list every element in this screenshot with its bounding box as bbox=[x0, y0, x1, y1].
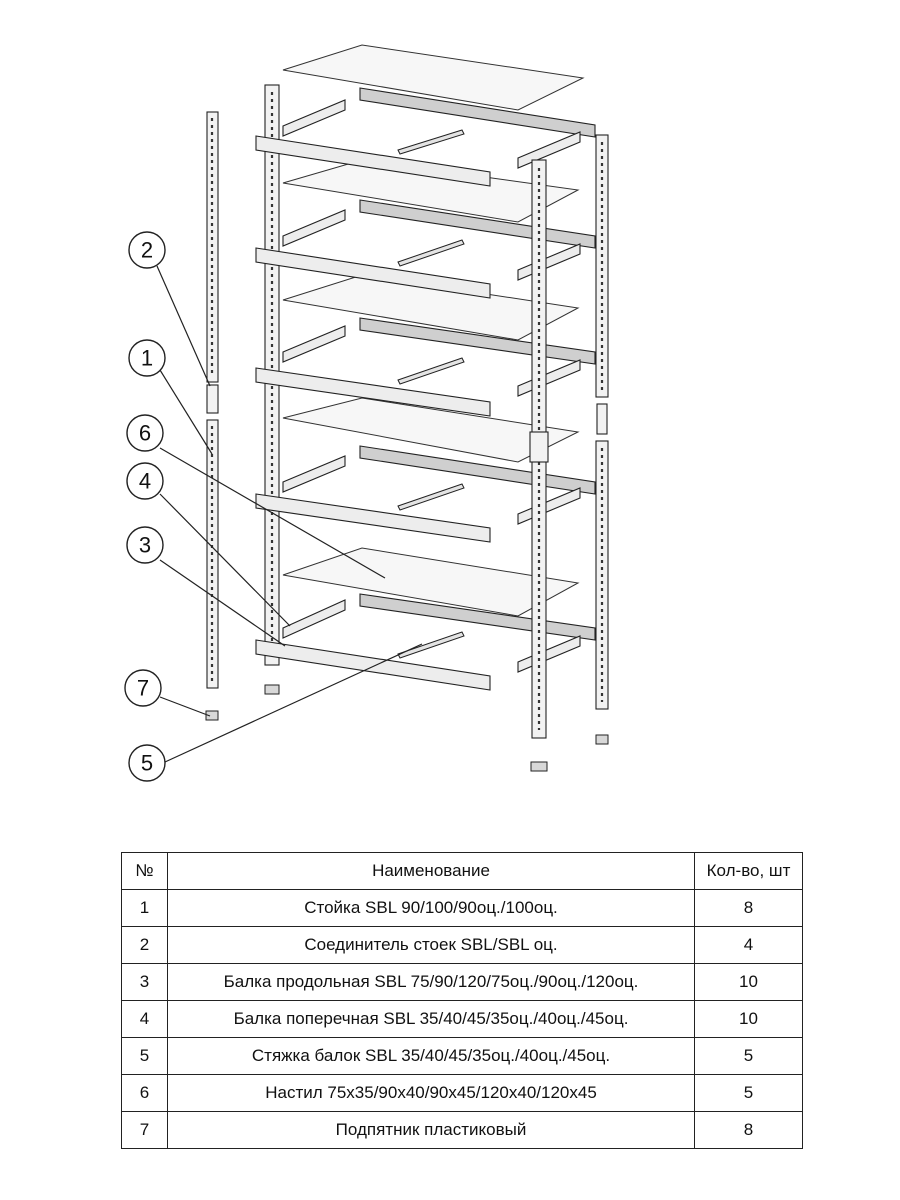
row-number: 6 bbox=[121, 1074, 168, 1112]
post-back-right bbox=[595, 134, 609, 710]
row-quantity: 10 bbox=[694, 1000, 803, 1038]
leader-lines bbox=[156, 265, 423, 763]
row-quantity: 5 bbox=[694, 1074, 803, 1112]
row-number: 1 bbox=[121, 889, 168, 927]
row-quantity: 8 bbox=[694, 889, 803, 927]
post-detached bbox=[206, 111, 219, 689]
cross-beam-r1 bbox=[517, 131, 581, 169]
deck-4 bbox=[282, 397, 580, 463]
back-beam-1 bbox=[359, 87, 596, 138]
header-quantity: Кол-во, шт bbox=[694, 852, 803, 890]
row-number: 2 bbox=[121, 926, 168, 964]
row-number: 4 bbox=[121, 1000, 168, 1038]
callout-5: 5 bbox=[128, 744, 166, 782]
svg-text:7: 7 bbox=[137, 676, 149, 701]
callout-7: 7 bbox=[124, 669, 162, 707]
tie-1 bbox=[397, 129, 465, 155]
tie-3 bbox=[397, 357, 465, 385]
callout-1: 1 bbox=[128, 339, 166, 377]
row-name: Стяжка балок SBL 35/40/45/35оц./40оц./45… bbox=[167, 1037, 695, 1075]
svg-text:2: 2 bbox=[141, 238, 153, 263]
shelving-assembly-diagram: 2 1 6 4 3 7 5 bbox=[124, 44, 609, 782]
connector-front-right bbox=[529, 431, 549, 463]
cross-beam-r2 bbox=[517, 243, 581, 281]
callout-4: 4 bbox=[126, 462, 164, 500]
table-row: 4 Балка поперечная SBL 35/40/45/35оц./40… bbox=[121, 1000, 803, 1038]
table-row: 6 Настил 75х35/90х40/90х45/120х40/120х45… bbox=[121, 1074, 803, 1112]
cross-beam-r4 bbox=[517, 487, 581, 525]
table-row: 3 Балка продольная SBL 75/90/120/75оц./9… bbox=[121, 963, 803, 1001]
callout-6: 6 bbox=[126, 414, 164, 452]
foot-4 bbox=[530, 761, 548, 772]
post-front-right bbox=[529, 159, 549, 739]
svg-text:4: 4 bbox=[139, 469, 151, 494]
tie-4 bbox=[397, 483, 465, 511]
table-row: 7 Подпятник пластиковый 8 bbox=[121, 1111, 803, 1149]
svg-text:1: 1 bbox=[141, 346, 153, 371]
row-name: Подпятник пластиковый bbox=[167, 1111, 695, 1149]
front-beam-1 bbox=[255, 135, 491, 187]
cross-beam-r5 bbox=[517, 635, 581, 673]
beam-ties bbox=[397, 129, 465, 659]
cross-beam-l3 bbox=[282, 325, 346, 363]
row-name: Стойка SBL 90/100/90оц./100оц. bbox=[167, 889, 695, 927]
row-quantity: 8 bbox=[694, 1111, 803, 1149]
tie-5 bbox=[397, 631, 465, 659]
row-quantity: 10 bbox=[694, 963, 803, 1001]
connector-back-right bbox=[596, 403, 608, 435]
deck-3 bbox=[282, 274, 580, 341]
cross-beam-l5 bbox=[282, 599, 346, 639]
table-row: 1 Стойка SBL 90/100/90оц./100оц. 8 bbox=[121, 889, 803, 927]
front-beam-2 bbox=[255, 247, 491, 299]
deck-1 bbox=[282, 44, 585, 111]
row-number: 3 bbox=[121, 963, 168, 1001]
row-name: Настил 75х35/90х40/90х45/120х40/120х45 bbox=[167, 1074, 695, 1112]
row-number: 5 bbox=[121, 1037, 168, 1075]
table-row: 2 Соединитель стоек SBL/SBL оц. 4 bbox=[121, 926, 803, 964]
header-name: Наименование bbox=[167, 852, 695, 890]
foot-3 bbox=[595, 734, 609, 745]
svg-text:5: 5 bbox=[141, 751, 153, 776]
deck-2 bbox=[282, 159, 580, 223]
callout-3: 3 bbox=[126, 526, 164, 564]
row-name: Соединитель стоек SBL/SBL оц. bbox=[167, 926, 695, 964]
table-header-row: № Наименование Кол-во, шт bbox=[121, 852, 803, 890]
row-number: 7 bbox=[121, 1111, 168, 1149]
svg-text:3: 3 bbox=[139, 533, 151, 558]
cross-beams-left bbox=[282, 99, 346, 639]
svg-text:6: 6 bbox=[139, 421, 151, 446]
foot-2 bbox=[264, 684, 280, 695]
table-row: 5 Стяжка балок SBL 35/40/45/35оц./40оц./… bbox=[121, 1037, 803, 1075]
row-name: Балка поперечная SBL 35/40/45/35оц./40оц… bbox=[167, 1000, 695, 1038]
foot-1 bbox=[205, 710, 219, 721]
callout-2: 2 bbox=[128, 231, 166, 269]
front-beam-5 bbox=[255, 639, 491, 691]
plastic-feet bbox=[205, 684, 609, 772]
front-beam-3 bbox=[255, 367, 491, 417]
row-quantity: 4 bbox=[694, 926, 803, 964]
cross-beam-l1 bbox=[282, 99, 346, 137]
tie-2 bbox=[397, 239, 465, 267]
front-beams bbox=[255, 135, 491, 691]
row-name: Балка продольная SBL 75/90/120/75оц./90о… bbox=[167, 963, 695, 1001]
parts-list-table: № Наименование Кол-во, шт 1 Стойка SBL 9… bbox=[121, 852, 803, 1149]
deck-5 bbox=[282, 547, 580, 617]
cross-beam-l2 bbox=[282, 209, 346, 247]
header-number: № bbox=[121, 852, 168, 890]
row-quantity: 5 bbox=[694, 1037, 803, 1075]
shelf-decks bbox=[282, 44, 585, 617]
cross-beam-r3 bbox=[517, 359, 581, 397]
front-beam-4 bbox=[255, 493, 491, 543]
cross-beam-l4 bbox=[282, 455, 346, 493]
post-connector bbox=[206, 384, 219, 414]
